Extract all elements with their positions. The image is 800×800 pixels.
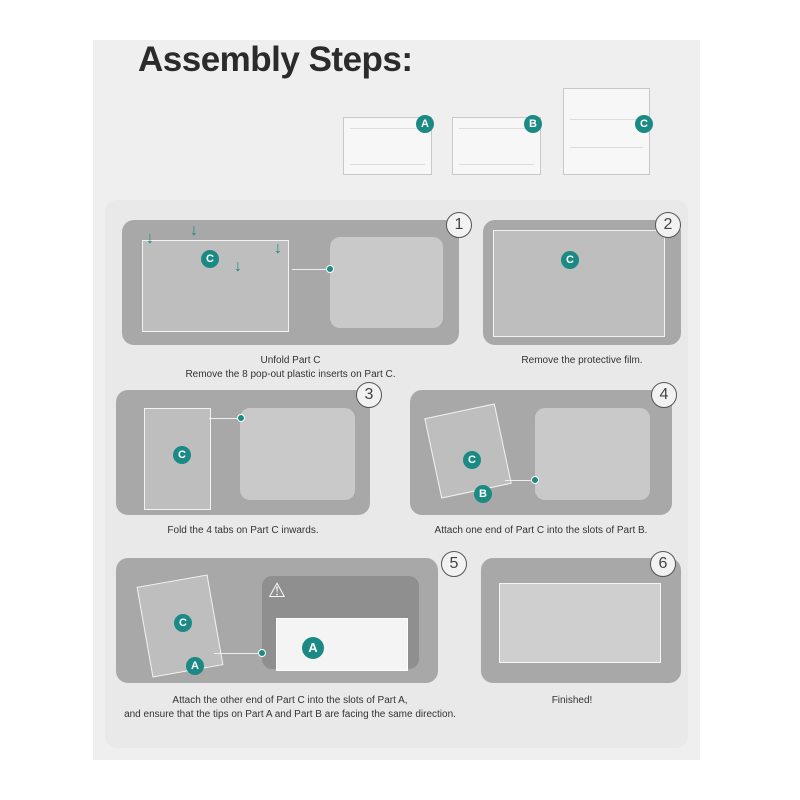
connector-dot xyxy=(237,414,245,422)
step-number: 6 xyxy=(650,551,676,577)
caption-line: Unfold Part C xyxy=(260,355,321,366)
down-arrow-icon: ↓ xyxy=(146,230,154,247)
connector-line xyxy=(209,418,240,419)
part-badge: C xyxy=(174,614,192,632)
connector-dot xyxy=(258,649,266,657)
part-badge: C xyxy=(561,251,579,269)
connector-line xyxy=(214,653,262,654)
step-4-image: C B xyxy=(410,390,672,515)
step-4-caption: Attach one end of Part C into the slots … xyxy=(434,525,648,536)
connector-line xyxy=(292,269,330,270)
connector-dot xyxy=(531,476,539,484)
part-badge: C xyxy=(463,451,481,469)
step-5-image: ⚠ A C A xyxy=(116,558,438,683)
step-number: 4 xyxy=(651,382,677,408)
step-number: 1 xyxy=(446,212,472,238)
step-number: 5 xyxy=(441,551,467,577)
detail-inset xyxy=(535,408,650,500)
detail-inset: ⚠ A xyxy=(262,576,419,671)
part-badge: C xyxy=(173,446,191,464)
warning-icon: ⚠ xyxy=(268,580,286,602)
step-5-caption: Attach the other end of Part C into the … xyxy=(100,694,480,722)
box-illustration xyxy=(142,240,289,332)
step-3-caption: Fold the 4 tabs on Part C inwards. xyxy=(167,525,319,536)
step-1-caption: Unfold Part C Remove the 8 pop-out plasti… xyxy=(122,354,459,382)
part-badge: B xyxy=(474,485,492,503)
step-1-image: ↓ ↓ ↓ ↓ C xyxy=(122,220,459,345)
connector-dot xyxy=(326,265,334,273)
finished-box-illustration xyxy=(499,583,661,663)
part-a-illustration xyxy=(276,618,408,671)
caption-line: Attach the other end of Part C into the … xyxy=(172,695,408,706)
part-badge: A xyxy=(186,657,204,675)
down-arrow-icon: ↓ xyxy=(190,222,198,239)
part-a-badge: A xyxy=(416,115,434,133)
part-c-badge: C xyxy=(635,115,653,133)
step-number: 3 xyxy=(356,382,382,408)
caption-line: Remove the 8 pop-out plastic inserts on … xyxy=(185,369,396,380)
down-arrow-icon: ↓ xyxy=(234,258,242,275)
step-6-image xyxy=(481,558,681,683)
step-3-image: C xyxy=(116,390,370,515)
box-illustration xyxy=(493,230,665,337)
detail-inset xyxy=(330,237,443,328)
step-number: 2 xyxy=(655,212,681,238)
step-2-image: C xyxy=(483,220,681,345)
part-b-badge: B xyxy=(524,115,542,133)
step-6-caption: Finished! xyxy=(551,695,593,706)
caption-line: and ensure that the tips on Part A and P… xyxy=(124,709,456,720)
step-2-caption: Remove the protective film. xyxy=(521,355,643,366)
detail-inset xyxy=(240,408,355,500)
part-badge: C xyxy=(201,250,219,268)
part-c-image xyxy=(563,88,650,175)
part-badge: A xyxy=(302,637,324,659)
page-title: Assembly Steps: xyxy=(138,40,413,79)
down-arrow-icon: ↓ xyxy=(274,240,282,257)
connector-line xyxy=(505,480,535,481)
